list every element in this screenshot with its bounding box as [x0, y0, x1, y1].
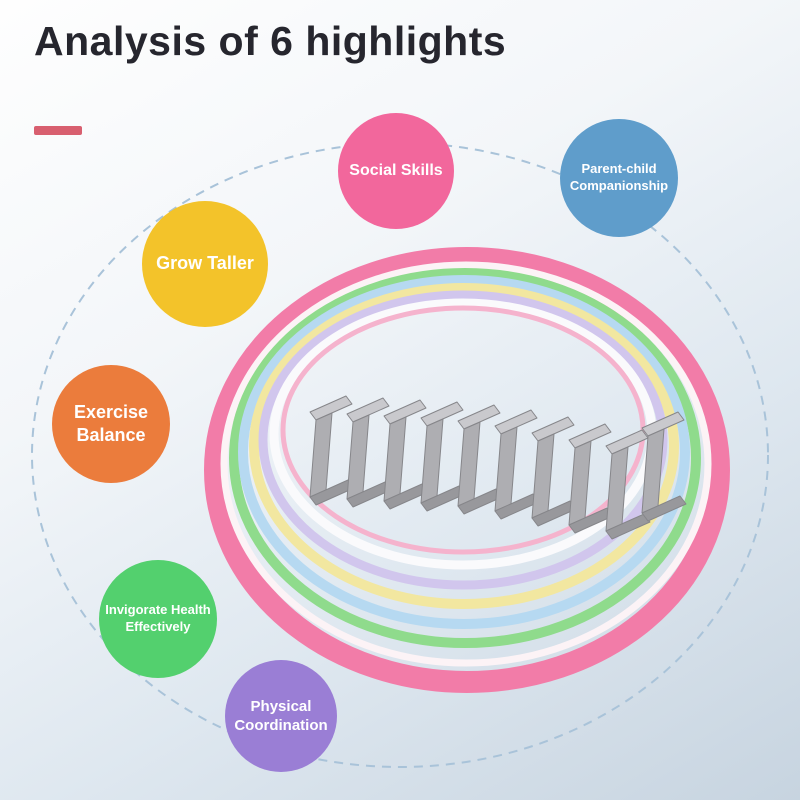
highlight-parent-child-companionship: Parent-child Companionship [560, 119, 678, 237]
highlight-label-line: Invigorate Health [105, 602, 211, 618]
highlight-label-line: Social Skills [349, 161, 443, 179]
hoop-ring-pink [204, 247, 730, 693]
highlight-grow-taller: Grow Taller [142, 201, 268, 327]
highlight-invigorate-health-effectively: Invigorate Health Effectively [99, 560, 217, 678]
connector-piece [494, 409, 540, 520]
highlight-label: Exercise Balance [74, 401, 148, 448]
highlight-physical-coordination: Physical Coordination [225, 660, 337, 772]
highlight-label-line: Companionship [569, 178, 669, 193]
highlight-label: Grow Taller [156, 252, 254, 275]
highlight-label: Physical Coordination [234, 697, 327, 736]
hoop-ring-blue [238, 275, 690, 629]
highlight-label-line: Balance [76, 425, 146, 445]
connector-piece [457, 404, 503, 515]
accent-dash [34, 126, 82, 135]
highlight-label: Invigorate Health Effectively [105, 602, 210, 636]
connector-piece [531, 416, 577, 527]
highlight-label-line: Grow Taller [156, 253, 254, 274]
page-title: Analysis of 6 highlights [34, 18, 507, 64]
highlight-label-line: Coordination [234, 717, 328, 734]
highlight-social-skills: Social Skills [338, 113, 454, 229]
highlight-label-line: Physical [250, 697, 312, 715]
hoop-ring-yellow [249, 283, 679, 609]
highlight-label-line: Exercise [73, 401, 149, 422]
connector-piece [568, 423, 614, 534]
highlight-label: Parent-child Companionship [570, 161, 668, 195]
highlight-label: Social Skills [349, 161, 442, 182]
hoop-ring-white-gap [220, 261, 712, 667]
highlight-label-line: Effectively [125, 619, 191, 634]
hoop-ring-green [229, 268, 701, 648]
highlight-label-line: Parent-child [581, 161, 657, 177]
highlight-exercise-balance: Exercise Balance [52, 365, 170, 483]
hoop-ring-inner-pink [280, 305, 646, 555]
